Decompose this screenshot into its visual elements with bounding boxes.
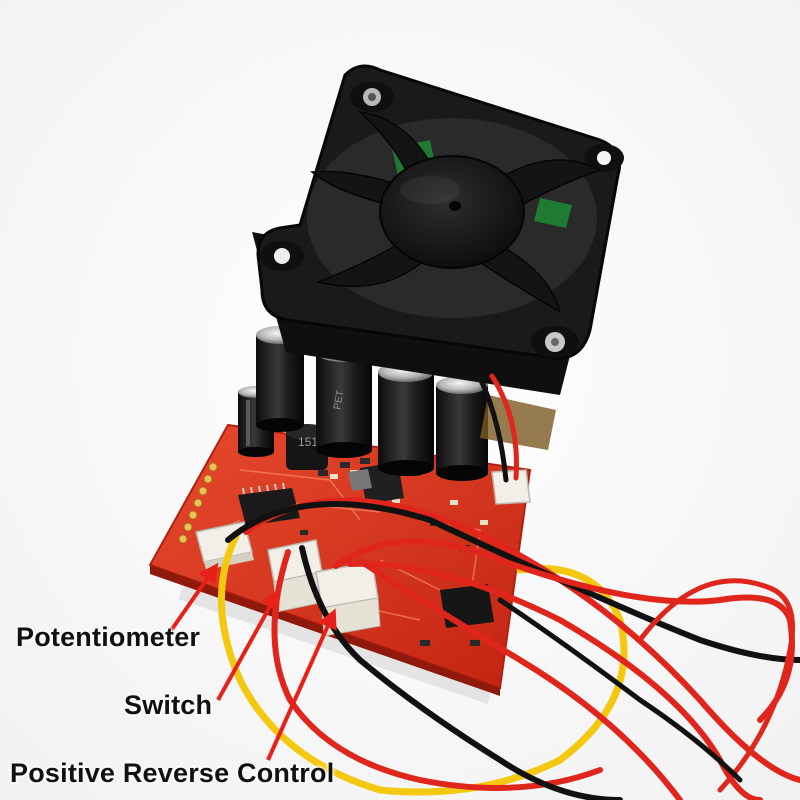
inductor-marking: 151 bbox=[298, 435, 318, 449]
arrow-switch bbox=[216, 588, 280, 701]
switch-label: Switch bbox=[124, 690, 213, 720]
callout-arrows bbox=[168, 562, 337, 761]
arrow-potentiometer bbox=[168, 562, 219, 634]
wire-harness bbox=[217, 373, 800, 800]
arrow-reverse-control bbox=[266, 608, 337, 761]
cooling-fan bbox=[252, 64, 624, 395]
controller-chip bbox=[238, 482, 300, 526]
reverse-control-connector bbox=[315, 561, 381, 637]
positive-reverse-control-label: Positive Reverse Control bbox=[10, 758, 335, 788]
capacitor-marking: PET bbox=[332, 389, 346, 410]
potentiometer-label: Potentiometer bbox=[16, 622, 201, 652]
fan-power-connector bbox=[491, 469, 531, 505]
